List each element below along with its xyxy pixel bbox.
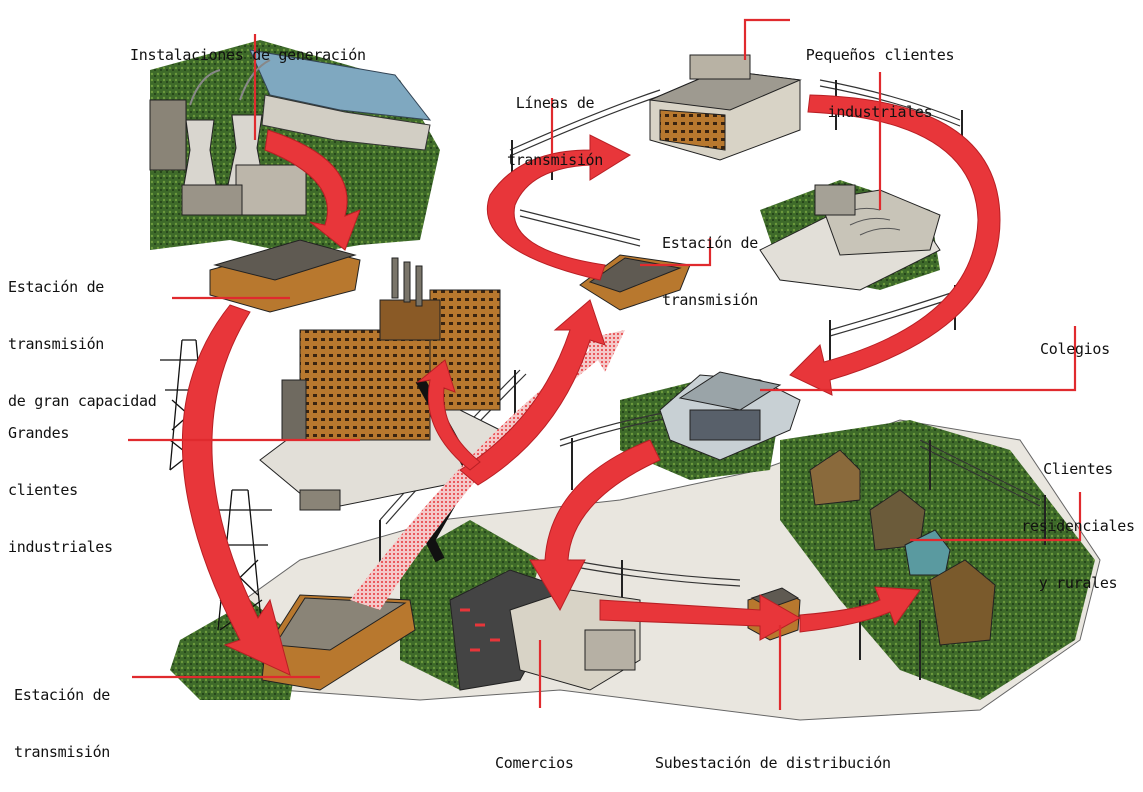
label-bulk-station: Estación de transmisión de gran capacida… [8, 240, 157, 430]
label-transmission-lines: Líneas de transmisión [490, 56, 620, 189]
label-line: industriales [827, 103, 933, 121]
label-transmission-station-top: Estación de transmisión [650, 196, 770, 329]
arrow-generation-to-bulk [264, 129, 361, 251]
label-line: de gran capacidad [8, 392, 157, 410]
leader-small-industrial [743, 18, 882, 210]
leader-residential [910, 492, 1082, 542]
label-schools: Colegios [1040, 302, 1110, 378]
bulk-transmission-station [209, 239, 361, 313]
label-line: Pequeños clientes [805, 46, 955, 64]
label-line: clientes [8, 481, 78, 499]
label-line: Estación de [14, 686, 111, 704]
label-line: transmisión [661, 291, 759, 309]
small-industrial-building-a [648, 54, 802, 161]
leader-schools [760, 326, 1077, 392]
label-line: Instalaciones de generación [130, 46, 366, 64]
label-residential: Clientes residenciales y rurales [1015, 422, 1141, 612]
arrow-station-to-transmission-lines [486, 134, 632, 281]
label-line: Estación de [8, 278, 105, 296]
school-building [659, 371, 801, 461]
label-distribution-substation: Subestación de distribución [655, 716, 891, 792]
arrow-industrial-loop [416, 359, 481, 471]
transmission-station-top [579, 254, 691, 311]
houses [809, 449, 996, 646]
river [249, 49, 432, 121]
label-commerce: Comercios [495, 716, 574, 792]
dam [261, 94, 431, 151]
generation-plant [149, 59, 307, 216]
power-grid-illustration [128, 18, 1101, 721]
label-line: residenciales [1021, 517, 1135, 535]
leader-lines [128, 18, 1082, 710]
label-line: transmisión [8, 335, 105, 353]
arrow-to-small-industrial-and-schools [789, 94, 1001, 396]
label-line: transmisión [14, 743, 111, 761]
label-line: Clientes [1043, 460, 1113, 478]
label-generation: Instalaciones de generación [130, 8, 366, 84]
label-line: transmisión [506, 151, 604, 169]
small-industrial-building-b [759, 184, 941, 291]
arrow-bottom-station-to-top-station [350, 330, 625, 610]
label-large-industrial: Grandes clientes industriales [8, 386, 113, 576]
label-transmission-station-bottom: Estación de transmisión [14, 648, 110, 781]
power-flow-arrows [182, 94, 1001, 676]
label-line: Líneas de [515, 94, 595, 112]
label-line: Subestación de distribución [655, 754, 891, 772]
label-line: industriales [8, 538, 113, 556]
transmission-station-bottom [261, 594, 416, 691]
label-line: Comercios [495, 754, 574, 772]
arrow-bulk-to-bottom-station [182, 304, 291, 676]
label-small-industrial: Pequeños clientes industriales [795, 8, 965, 141]
label-line: y rurales [1038, 574, 1118, 592]
label-line: Estación de [661, 234, 759, 252]
label-line: Grandes [8, 424, 70, 442]
leader-transmission-station-top [640, 238, 712, 267]
arrow-schools-to-commerce [529, 439, 661, 612]
label-line: Colegios [1040, 340, 1110, 358]
arrow-to-large-industrial [459, 299, 606, 486]
arrow-substation-to-residential [799, 586, 921, 633]
